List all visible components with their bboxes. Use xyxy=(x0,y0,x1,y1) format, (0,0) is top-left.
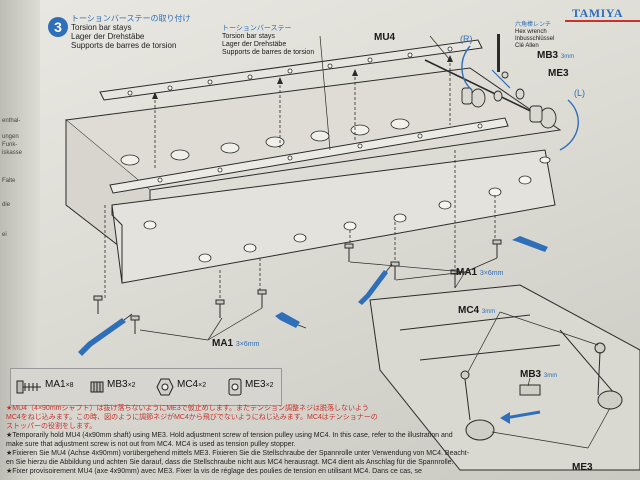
ma1-label-left: MA1 3×6mm xyxy=(212,338,259,349)
hex-wrench-callout: 六角棒レンチ Hex wrench Inbusschlüssel Clé All… xyxy=(515,22,554,50)
note-de-2: en Sie hierzu die Abbildung und achten S… xyxy=(6,459,454,466)
stay-callout-jp: トーションバーステー xyxy=(222,25,292,32)
part-mb3-code: MB3 xyxy=(107,379,128,390)
note-fr-1: ★Fixer provisoirement MU4 (axe 4x90mm) a… xyxy=(6,468,422,475)
parts-icons xyxy=(16,378,242,396)
part-me3-qty: ×2 xyxy=(265,382,274,389)
grub-screw-icon xyxy=(90,381,104,393)
step-title-en: Torsion bar stays xyxy=(71,23,132,32)
ma1-label-right: MA1 3×6mm xyxy=(456,267,503,278)
brand-underline xyxy=(565,4,640,22)
step-title: トーションバーステーの取り付け Torsion bar stays Lager … xyxy=(71,14,190,50)
part-ma1-code: MA1 xyxy=(45,379,66,390)
part-mb3: MB3×2 xyxy=(107,379,136,390)
mb3-label: MB3 3mm xyxy=(537,50,574,61)
hex-nut-icon xyxy=(156,378,174,396)
part-mc4-qty: ×2 xyxy=(198,382,207,389)
spine-text-1: ungen xyxy=(2,134,19,140)
part-me3: ME3×2 xyxy=(245,379,274,390)
mb3-detail-label: MB3 3mm xyxy=(520,369,557,380)
mb3-detail-code: MB3 xyxy=(520,369,542,380)
step-title-de: Lager der Drehstäbe xyxy=(71,32,145,41)
note-jp-1: ★MU4（4×90mmシャフト）は抜け落ちないようにME3で仮止めします。またテ… xyxy=(6,405,369,412)
spine-text-0: enthal- xyxy=(2,118,21,124)
part-ma1: MA1×8 xyxy=(45,379,74,390)
step-number: 3 xyxy=(48,17,68,37)
mc4-size: 3mm xyxy=(481,309,496,315)
part-mc4: MC4×2 xyxy=(177,379,206,390)
mc4-label: MC4 3mm xyxy=(458,305,495,316)
note-de-1: ★Fixieren Sie MU4 (Achse 4x90mm) vorüber… xyxy=(6,450,470,457)
stay-callout: トーションバーステー Torsion bar stays Lager der D… xyxy=(222,25,314,57)
step-title-fr: Supports de barres de torsion xyxy=(71,41,177,50)
note-en-1: ★Temporarily hold MU4 (4x90mm shaft) usi… xyxy=(6,432,453,439)
hex-wrench-fr: Clé Allen xyxy=(515,43,539,49)
note-en-2: make sure that adjustment screw is not o… xyxy=(6,441,296,448)
collar-icon xyxy=(228,378,242,396)
part-mb3-qty: ×2 xyxy=(127,382,136,389)
part-ma1-qty: ×8 xyxy=(65,382,74,389)
hex-wrench-de: Inbusschlüssel xyxy=(515,36,555,42)
side-r-label: (R) xyxy=(460,34,473,44)
spine-text-9: ei xyxy=(2,232,7,238)
step-title-jp: トーションバーステーの取り付け xyxy=(71,14,191,23)
mc4-code: MC4 xyxy=(458,305,480,316)
me3-detail-label: ME3 xyxy=(572,462,593,473)
ma1-right-size: 3×6mm xyxy=(479,270,504,277)
spine-text-3: iskasse xyxy=(2,150,23,156)
ma1-right-code: MA1 xyxy=(456,267,478,278)
note-jp-3: ストッパーの役割をします。 xyxy=(6,423,97,430)
note-jp-2: MC4をねじ込みます。この時、図のように調節ネジがMC4から飛びでないようにねじ… xyxy=(6,414,378,421)
screw-icon xyxy=(16,380,41,394)
mu4-label: MU4 xyxy=(374,32,396,43)
stay-callout-de: Lager der Drehstäbe xyxy=(222,41,287,48)
hex-wrench-en: Hex wrench xyxy=(515,29,547,35)
mb3-size: 3mm xyxy=(560,54,575,60)
ma1-left-size: 3×6mm xyxy=(235,341,260,348)
brand-logo: TAMIYA xyxy=(572,6,624,20)
part-me3-code: ME3 xyxy=(245,379,266,390)
spine-text-7: die xyxy=(2,202,11,208)
parts-list: MA1×8 MB3×2 MC4×2 ME3×2 xyxy=(10,368,282,406)
stay-callout-fr: Supports de barres de torsion xyxy=(222,49,315,56)
stay-callout-en: Torsion bar stays xyxy=(222,33,275,40)
hex-wrench-jp: 六角棒レンチ xyxy=(515,22,552,28)
spine-text-2: Funk- xyxy=(2,142,18,148)
ma1-left-code: MA1 xyxy=(212,338,234,349)
side-l-label: (L) xyxy=(574,88,585,98)
part-mc4-code: MC4 xyxy=(177,379,199,390)
instruction-notes: ★MU4（4×90mmシャフト）は抜け落ちないようにME3で仮止めします。またテ… xyxy=(6,404,470,476)
mb3-code: MB3 xyxy=(537,50,559,61)
me3-label: ME3 xyxy=(548,68,569,79)
spine-text-5: Falte xyxy=(2,178,16,184)
mb3-detail-size: 3mm xyxy=(543,373,558,379)
